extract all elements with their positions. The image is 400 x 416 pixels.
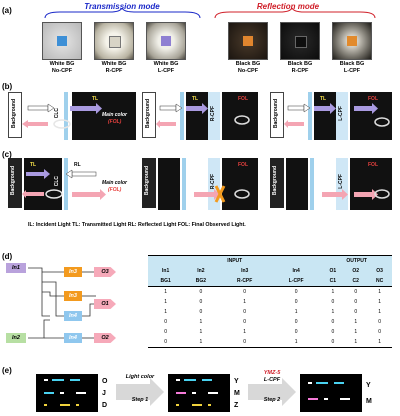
photo-white-bg-l-cpf [146, 22, 186, 60]
b-background-panel: Background [8, 92, 22, 138]
e-block-3 [300, 374, 362, 412]
b-diagram-clc: Background CLC TL Main color (FOL) [8, 92, 138, 140]
col-header: O2 [344, 266, 368, 276]
panel-d-label: (d) [2, 252, 13, 261]
b-diagram-rcpf: Background TL R-CPF FOL [142, 92, 262, 140]
col-subheader: NC [367, 276, 392, 287]
e-arrow-1-top: Light color [125, 374, 155, 380]
reflection-mode-title: Reflection mode [256, 2, 320, 11]
b-clc-layer [64, 92, 68, 140]
panel-c-label: (c) [2, 150, 12, 159]
c-fol-paren-label: (FOL) [108, 187, 122, 193]
truth-table: INPUT OUTPUT In1 In2 In3 In4 O1 O2 O3 BG… [148, 255, 392, 348]
col-header: In3 [218, 266, 271, 276]
b3-tl-label: TL [320, 96, 327, 102]
col-header: O1 [321, 266, 345, 276]
b-fol-paren-label: (FOL) [108, 119, 122, 125]
photo-black-bg-r-cpf [280, 22, 320, 60]
c-diagram-rcpf: Background R-CPF FOL [142, 158, 262, 210]
node-in1: In1 [6, 263, 26, 273]
b-fol-label-2: FOL [368, 96, 378, 102]
node-in2: In2 [6, 333, 26, 343]
col-subheader: C2 [344, 276, 368, 287]
c-rl-label: RL [74, 162, 81, 168]
panel-e-label: (e) [2, 366, 12, 375]
c-fol-label-2: FOL [368, 162, 378, 168]
photo-black-bg-l-cpf [332, 22, 372, 60]
b-rcpf-layer [208, 92, 220, 140]
input-header: INPUT [148, 255, 322, 266]
node-in3-b: In3 [64, 291, 82, 301]
photo-black-bg-no-cpf [228, 22, 268, 60]
col-subheader: BG1 [148, 276, 184, 287]
abbreviation-legend: IL: Incident Light TL: Transmitted Light… [28, 222, 246, 228]
transmission-mode-title: Transmission mode [84, 2, 160, 11]
e-arrow-2-bottom: Step 2 [263, 397, 281, 403]
c-tl-label: TL [30, 162, 37, 168]
node-o2: O2 [94, 333, 116, 343]
b-arrows [22, 103, 102, 129]
panel-b-label: (b) [2, 82, 13, 91]
node-in4-a: In4 [64, 311, 82, 321]
col-header: In4 [270, 266, 322, 276]
col-subheader: R-CPF [218, 276, 271, 287]
b-lcpf-layer [336, 92, 348, 140]
c-main-color-label: Main color [102, 180, 128, 186]
b-tl-label: TL [92, 96, 99, 102]
col-subheader: L-CPF [270, 276, 322, 287]
node-in4-b: In4 [64, 333, 82, 343]
node-o1: O1 [94, 299, 116, 309]
node-in3-a: In3 [64, 267, 82, 277]
e-arrow-2-mid: L-CPF [263, 377, 281, 383]
col-header: In1 [148, 266, 184, 276]
e-arrow-1 [116, 378, 164, 406]
e-arrow-1-bottom: Step 1 [131, 397, 149, 403]
logic-connectors [28, 267, 96, 339]
b2-tl-label: TL [192, 96, 199, 102]
output-header: OUTPUT [321, 255, 392, 266]
b-dark-region [72, 92, 136, 140]
c-fol-label-1: FOL [238, 162, 248, 168]
photo-white-bg-r-cpf [94, 22, 134, 60]
e-arrow-2-top: YMZ-5 [263, 370, 281, 376]
b-fol-label-1: FOL [238, 96, 248, 102]
col-subheader: BG2 [183, 276, 219, 287]
b-diagram-lcpf: Background TL L-CPF FOL [270, 92, 396, 140]
c-diagram-lcpf: Background L-CPF FOL [270, 158, 396, 210]
e-arrow-2 [248, 378, 296, 406]
e-block-2 [168, 374, 230, 412]
mode-braces [44, 8, 376, 19]
b-main-color-label: Main color [102, 112, 128, 118]
col-header: O3 [367, 266, 392, 276]
node-o3: O3 [94, 267, 116, 277]
c-diagram-clc: Background TL CLC RL Main color (FOL) [8, 158, 138, 210]
photo-white-bg-no-cpf [42, 22, 82, 60]
e-block-1 [36, 374, 98, 412]
panel-a-label: (a) [2, 6, 12, 15]
col-subheader: C1 [321, 276, 345, 287]
col-header: In2 [183, 266, 219, 276]
